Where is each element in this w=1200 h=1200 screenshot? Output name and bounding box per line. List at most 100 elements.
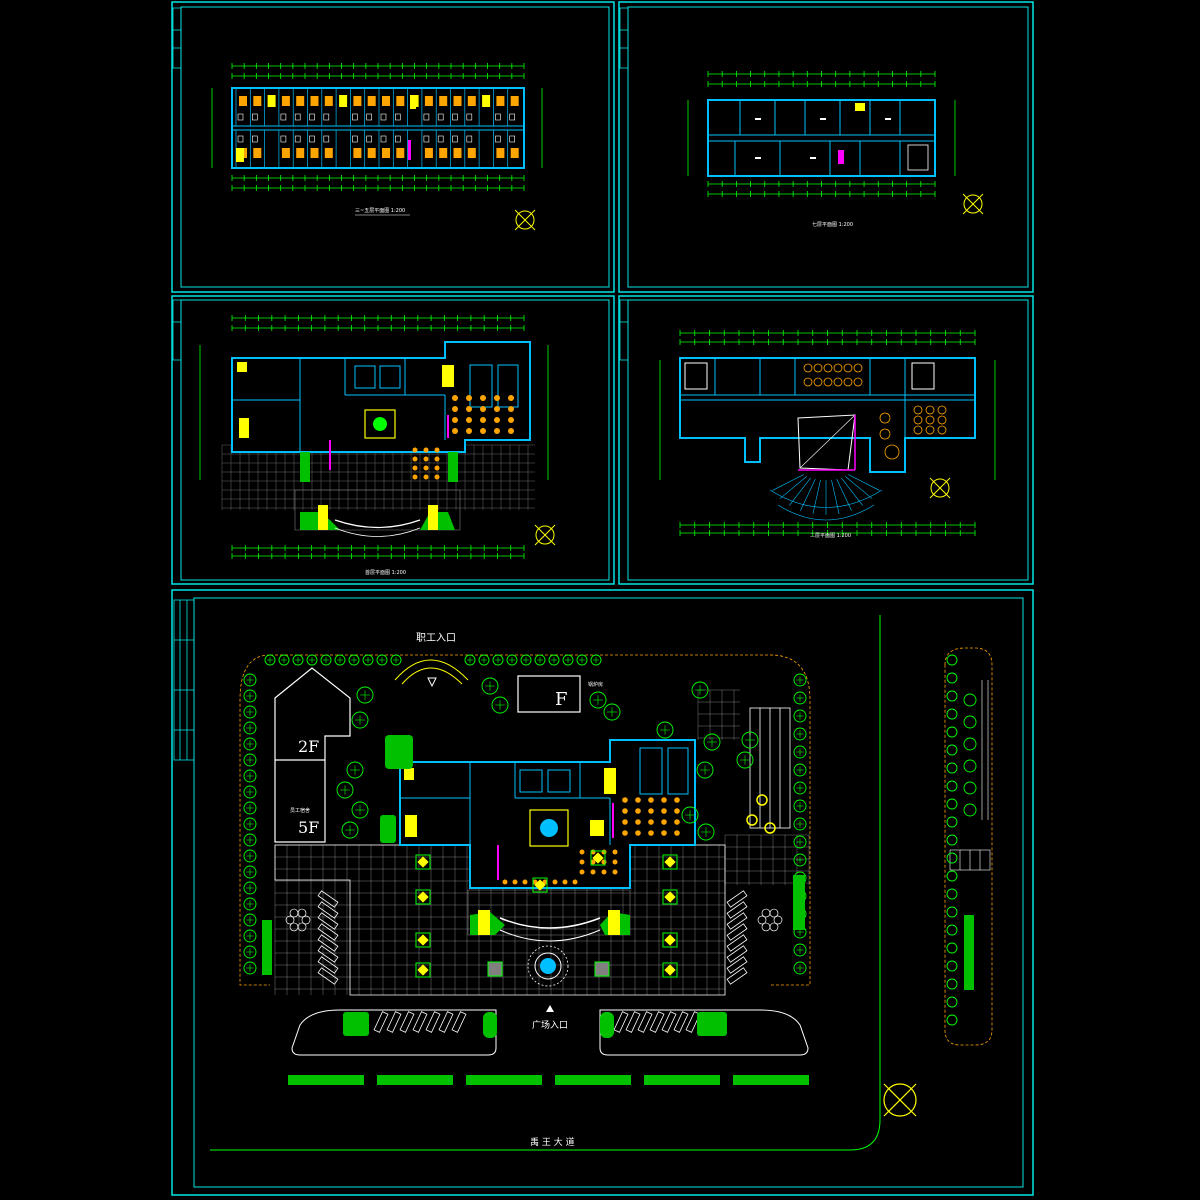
- tree-icon: [946, 1014, 958, 1026]
- tree-icon: [534, 654, 546, 666]
- tree-icon: [793, 745, 807, 759]
- plan-second-floor: 二层平面图 1:200: [659, 330, 996, 539]
- tree-icon: [481, 677, 499, 695]
- tree-icon: [793, 709, 807, 723]
- pergola-icon: [394, 659, 469, 685]
- tree-icon: [793, 799, 807, 813]
- tree-icon: [562, 654, 574, 666]
- tree-icon: [243, 929, 257, 943]
- tree-icon: [376, 654, 388, 666]
- svg-text:员工宿舍: 员工宿舍: [290, 807, 310, 814]
- tree-icon: [243, 785, 257, 799]
- tree-icon: [703, 733, 721, 751]
- tree-icon: [346, 761, 364, 779]
- plaza-entrance-label: 广场入口: [532, 1019, 568, 1031]
- tree-icon: [243, 769, 257, 783]
- block-5f-label: 5F: [298, 818, 319, 837]
- tree-icon: [793, 673, 807, 687]
- tree-icon: [590, 654, 602, 666]
- planter-icon: [532, 877, 548, 893]
- title-blocks: [172, 7, 629, 761]
- plan-guestroom-floor: 三~五层平面图 1:200: [211, 63, 543, 231]
- tree-icon: [603, 703, 621, 721]
- tree-icon: [963, 781, 977, 795]
- svg-text:三~五层平面图 1:200: 三~五层平面图 1:200: [355, 208, 405, 214]
- tree-icon: [697, 823, 715, 841]
- tree-icon: [548, 654, 560, 666]
- tree-icon: [264, 654, 276, 666]
- tree-icon: [492, 654, 504, 666]
- tree-icon: [306, 654, 318, 666]
- tree-icon: [243, 833, 257, 847]
- planter-icon: [590, 850, 606, 866]
- tree-icon: [681, 806, 699, 824]
- tree-icon: [946, 654, 958, 666]
- tree-icon: [341, 821, 359, 839]
- tree-icon: [793, 727, 807, 741]
- tree-icon: [464, 654, 476, 666]
- tree-icon: [243, 737, 257, 751]
- tree-icon: [243, 913, 257, 927]
- tree-icon: [348, 654, 360, 666]
- planter-icon: [415, 962, 431, 978]
- tree-icon: [963, 715, 977, 729]
- north-arrow-icon: [929, 477, 951, 499]
- tree-icon: [793, 835, 807, 849]
- tree-icon: [243, 753, 257, 767]
- tree-icon: [963, 803, 977, 817]
- tree-icon: [320, 654, 332, 666]
- tree-icon: [793, 943, 807, 957]
- tree-icon: [963, 759, 977, 773]
- svg-text:锅炉房: 锅炉房: [588, 681, 603, 688]
- tree-icon: [736, 751, 754, 769]
- tree-icon: [243, 849, 257, 863]
- north-arrow-icon: [962, 193, 984, 215]
- tree-icon: [946, 834, 958, 846]
- tree-icon: [506, 654, 518, 666]
- tree-icon: [946, 780, 958, 792]
- tree-icon: [243, 705, 257, 719]
- tree-icon: [946, 672, 958, 684]
- tree-icon: [243, 721, 257, 735]
- tree-icon: [243, 689, 257, 703]
- svg-text:七层平面图 1:200: 七层平面图 1:200: [812, 221, 853, 228]
- staff-entrance-label: 职工入口: [416, 632, 456, 644]
- tree-icon: [946, 708, 958, 720]
- tree-icon: [243, 817, 257, 831]
- tree-icon: [946, 798, 958, 810]
- frame-mid-left: [171, 295, 615, 585]
- tree-icon: [793, 853, 807, 867]
- north-arrow-icon: [883, 1083, 917, 1117]
- tree-icon: [946, 852, 958, 864]
- tree-icon: [334, 654, 346, 666]
- tree-icon: [963, 693, 977, 707]
- tree-icon: [946, 870, 958, 882]
- north-arrow-icon: [514, 209, 536, 231]
- tree-icon: [520, 654, 532, 666]
- tree-icon: [243, 673, 257, 687]
- tree-icon: [946, 978, 958, 990]
- fountain-icon: [527, 945, 569, 987]
- tree-icon: [576, 654, 588, 666]
- planter-icon: [415, 854, 431, 870]
- tree-icon: [946, 960, 958, 972]
- frame-mid-right: [618, 295, 1034, 585]
- planter-icon: [662, 932, 678, 948]
- frame-top-right: [618, 1, 1034, 293]
- tree-icon: [696, 761, 714, 779]
- tree-icon: [946, 906, 958, 918]
- tree-icon: [243, 961, 257, 975]
- planter-icon: [662, 962, 678, 978]
- tree-icon: [351, 711, 369, 729]
- tree-icon: [793, 961, 807, 975]
- site-plan: 2F 5F 员工宿舍 F 锅炉房: [210, 615, 993, 1151]
- tree-icon: [243, 865, 257, 879]
- svg-text:首层平面图 1:200: 首层平面图 1:200: [365, 569, 406, 576]
- tree-icon: [946, 888, 958, 900]
- road-name-label: 禹 王 大 道: [530, 1136, 575, 1148]
- tree-icon: [243, 897, 257, 911]
- tree-icon: [491, 696, 509, 714]
- north-arrow-icon: [534, 524, 556, 546]
- tree-icon: [243, 945, 257, 959]
